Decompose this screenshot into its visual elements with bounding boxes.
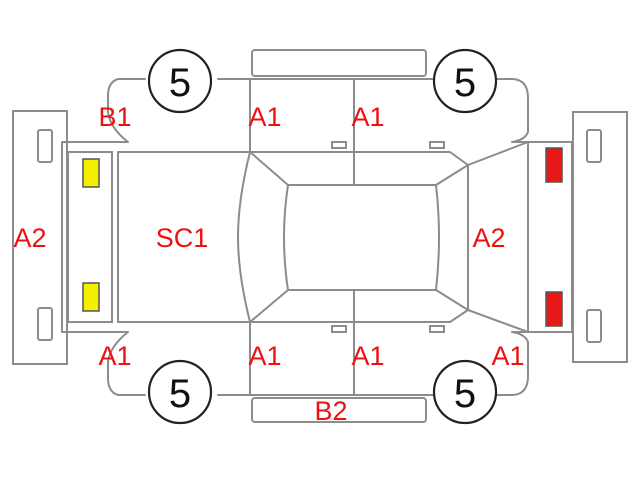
wheel-label: 5 [169,61,191,105]
damage-code-front-door-bottom: A1 [248,341,281,371]
wheel-label: 5 [169,372,191,416]
door-lines-bottom [249,289,469,396]
wheel-label: 5 [454,372,476,416]
damage-code-front-fender-top: B1 [98,102,131,132]
damage-code-hood: SC1 [156,223,209,253]
rear-window [435,164,469,311]
front-lamp-bottom [82,282,100,312]
door-lines-top [249,78,469,186]
rear-lamp-top [545,147,563,183]
rear-bumper [572,111,628,363]
damage-code-rear-bumper: A2 [472,223,505,253]
damage-code-front-fender-bottom: A1 [98,341,131,371]
damage-code-rocker-bottom: B2 [314,396,347,426]
damage-code-rear-door-bottom: A1 [351,341,384,371]
damage-code-rear-fender-bottom: A1 [491,341,524,371]
damage-code-front-door-top: A1 [248,102,281,132]
body-outline [61,78,531,396]
rear-lamp-bottom [545,291,563,327]
wheel-label: 5 [454,61,476,105]
damage-code-front-bumper: A2 [13,223,46,253]
wheel-rear-right: 5 [432,359,498,425]
front-bumper [12,110,68,365]
cabin-roof [287,184,440,291]
bottom-side-strip [251,397,427,423]
windshield [249,151,289,323]
door-handle [429,141,445,149]
wheel-front-left: 5 [147,48,213,114]
wheel-rear-left: 5 [147,359,213,425]
door-handle [331,141,347,149]
door-handle [331,325,347,333]
front-lamp-top [82,158,100,188]
top-side-strip [251,49,427,77]
hood-panel [117,151,251,323]
door-handle [429,325,445,333]
wheel-front-right: 5 [432,48,498,114]
damage-code-rear-door-top: A1 [351,102,384,132]
